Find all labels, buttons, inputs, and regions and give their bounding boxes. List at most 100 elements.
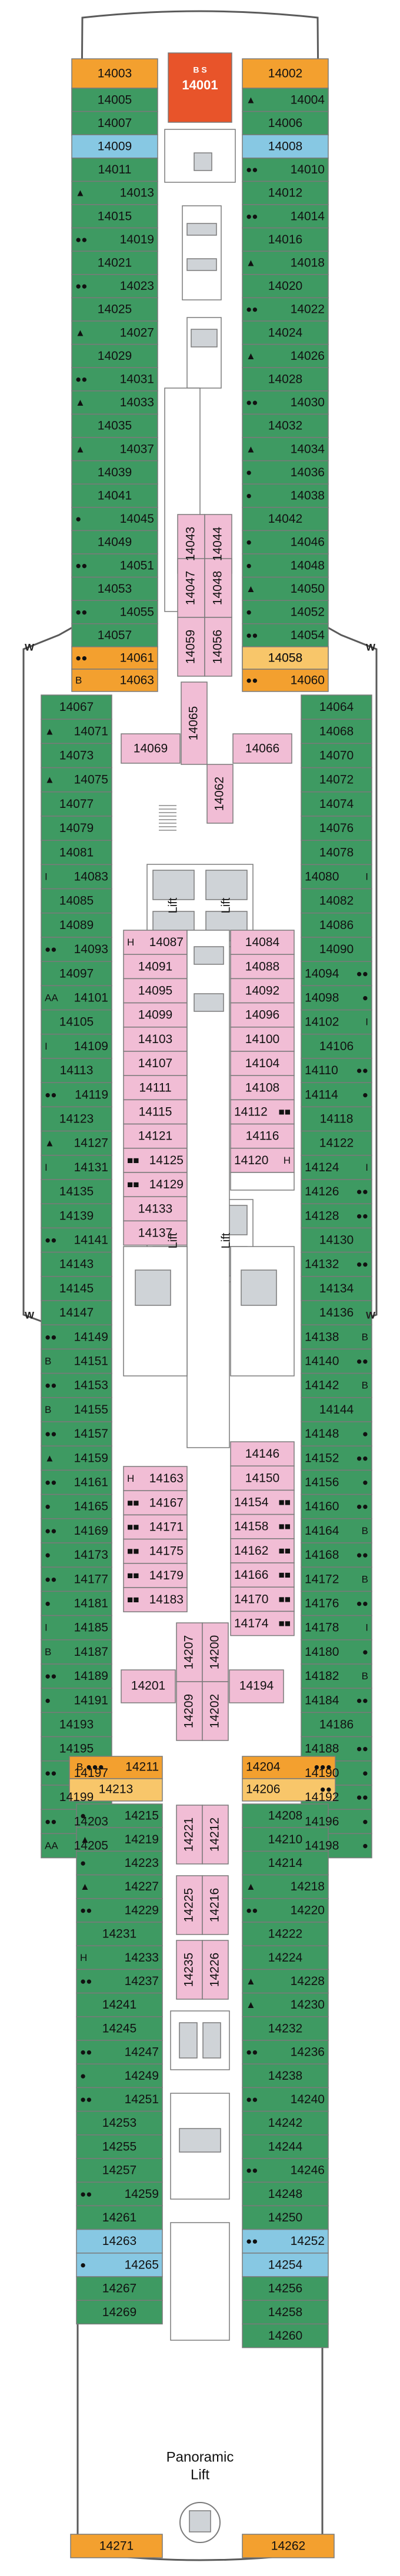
cabin-icon: ●●: [45, 1428, 57, 1439]
cabin-number: 14012: [268, 186, 302, 200]
cabin-icon: ▲: [246, 583, 256, 594]
cabin-number: 14025: [98, 303, 132, 316]
cabin-number: 14102: [305, 1015, 339, 1029]
cabin-icon: I: [45, 1162, 48, 1173]
cabin-14126: [301, 1179, 372, 1204]
cabin-icon: ●: [80, 1857, 86, 1869]
cabin-icon: I: [45, 871, 48, 882]
cabin-number: 14251: [125, 2093, 159, 2106]
cabin-number: 14130: [319, 1234, 354, 1247]
cabin-14049: [71, 530, 158, 554]
cabin-number: 14033: [120, 396, 154, 409]
cabin-14156: [301, 1469, 372, 1495]
cabin-14256: [242, 2276, 329, 2301]
cabin-number: 14149: [74, 1330, 108, 1344]
cabin-number: 14186: [319, 1718, 354, 1732]
cabin-number: 14207: [182, 1635, 196, 1669]
cabin-14246: [242, 2158, 329, 2183]
cabin-number: 14095: [138, 984, 172, 998]
cabin-number: 14005: [98, 93, 132, 106]
cabin-number: 14258: [268, 2306, 302, 2319]
cabin-number: 14213: [99, 1783, 133, 1796]
cabin-icon: ■■: [278, 1521, 291, 1532]
cabin-number: 14058: [268, 651, 302, 665]
cabin-number: 14146: [245, 1447, 279, 1461]
cabin-14191: [41, 1688, 112, 1713]
cabin-number: 14114: [305, 1088, 338, 1101]
cabin-number: 14202: [208, 1694, 222, 1728]
cabin-number: 14249: [125, 2069, 159, 2083]
service-block: [194, 946, 224, 965]
cabin-14223: [76, 1850, 163, 1876]
cabin-14167: [123, 1490, 188, 1516]
cabin-number: 14229: [125, 1903, 159, 1917]
cabin-icon: ●●: [246, 211, 258, 222]
cabin-icon: ▲: [75, 443, 85, 455]
cabin-icon: ●●●: [314, 1761, 332, 1772]
cabin-14263: [76, 2228, 163, 2254]
cabin-icon: ●●: [356, 1792, 368, 1803]
cabin-number: 14178: [305, 1621, 339, 1635]
cabin-number: 14262: [271, 2540, 305, 2553]
cabin-number: 14124: [305, 1161, 339, 1174]
cabin-icon: ●●: [45, 1234, 57, 1245]
cabin-icon: ●: [80, 1810, 86, 1822]
cabin-number: 14228: [291, 1974, 325, 1988]
cabin-14237: [76, 1969, 163, 1994]
cabin-number: 14056: [211, 630, 225, 664]
cabin-14024: [242, 320, 329, 345]
cabin-icon: ●●: [80, 1905, 92, 1916]
cabin-icon: ●: [362, 1089, 368, 1100]
cabin-14041: [71, 483, 158, 508]
cabin-icon: ●: [246, 606, 252, 617]
suite-number: 14001: [182, 78, 218, 92]
cabin-14048: [242, 553, 329, 578]
service-block: [194, 993, 224, 1012]
cabin-14088: [230, 954, 295, 980]
cabin-14092: [230, 978, 295, 1004]
cabin-number: 14099: [138, 1008, 172, 1022]
cabin-14212: [202, 1805, 229, 1865]
cabin-14110: [301, 1058, 372, 1083]
cabin-icon: ▲: [45, 774, 55, 786]
cabin-number: 14088: [245, 960, 279, 973]
cabin-14095: [123, 978, 188, 1004]
stair-core: [182, 205, 222, 300]
cabin-14235: [176, 1940, 203, 2000]
cabin-number: 14016: [268, 233, 302, 246]
cabin-number: 14126: [305, 1185, 339, 1198]
cabin-number: 14175: [149, 1545, 184, 1558]
cabin-number: 14019: [120, 233, 154, 246]
cabin-14018: [242, 250, 329, 275]
cabin-number: 14084: [245, 935, 280, 949]
cabin-14178: [301, 1615, 372, 1641]
stair-step: [186, 223, 217, 236]
cabin-icon: ▲: [45, 726, 55, 737]
cabin-icon: I: [365, 1017, 368, 1028]
corridor-block: [170, 2222, 230, 2341]
cabin-icon: ●●: [80, 2047, 92, 2058]
cabin-icon: ●●: [80, 2189, 92, 2200]
cabin-14029: [71, 343, 158, 368]
cabin-icon: B: [362, 1670, 368, 1682]
cabin-number: 14198: [305, 1839, 339, 1853]
cabin-14162: [230, 1538, 295, 1563]
cabin-14048: [204, 558, 232, 618]
cabin-14155: [41, 1397, 112, 1422]
cabin-number: 14158: [234, 1520, 268, 1533]
cabin-number: 14057: [98, 629, 132, 642]
cabin-number: 14208: [268, 1809, 302, 1823]
lift-label: Lift: [219, 897, 232, 913]
cabin-14148: [301, 1421, 372, 1446]
cabin-number: 14232: [268, 2022, 302, 2035]
cabin-14207: [176, 1622, 203, 1682]
cabin-number: 14037: [120, 442, 154, 456]
cabin-14206: [242, 1778, 336, 1802]
cabin-14094: [301, 961, 372, 987]
cabin-icon: ●●: [356, 1259, 368, 1270]
cabin-14247: [76, 2040, 163, 2064]
cabin-number: 14009: [98, 140, 132, 153]
cabin-number: 14151: [74, 1355, 108, 1368]
cabin-14025: [71, 297, 158, 322]
cabin-number: 14008: [268, 140, 302, 153]
